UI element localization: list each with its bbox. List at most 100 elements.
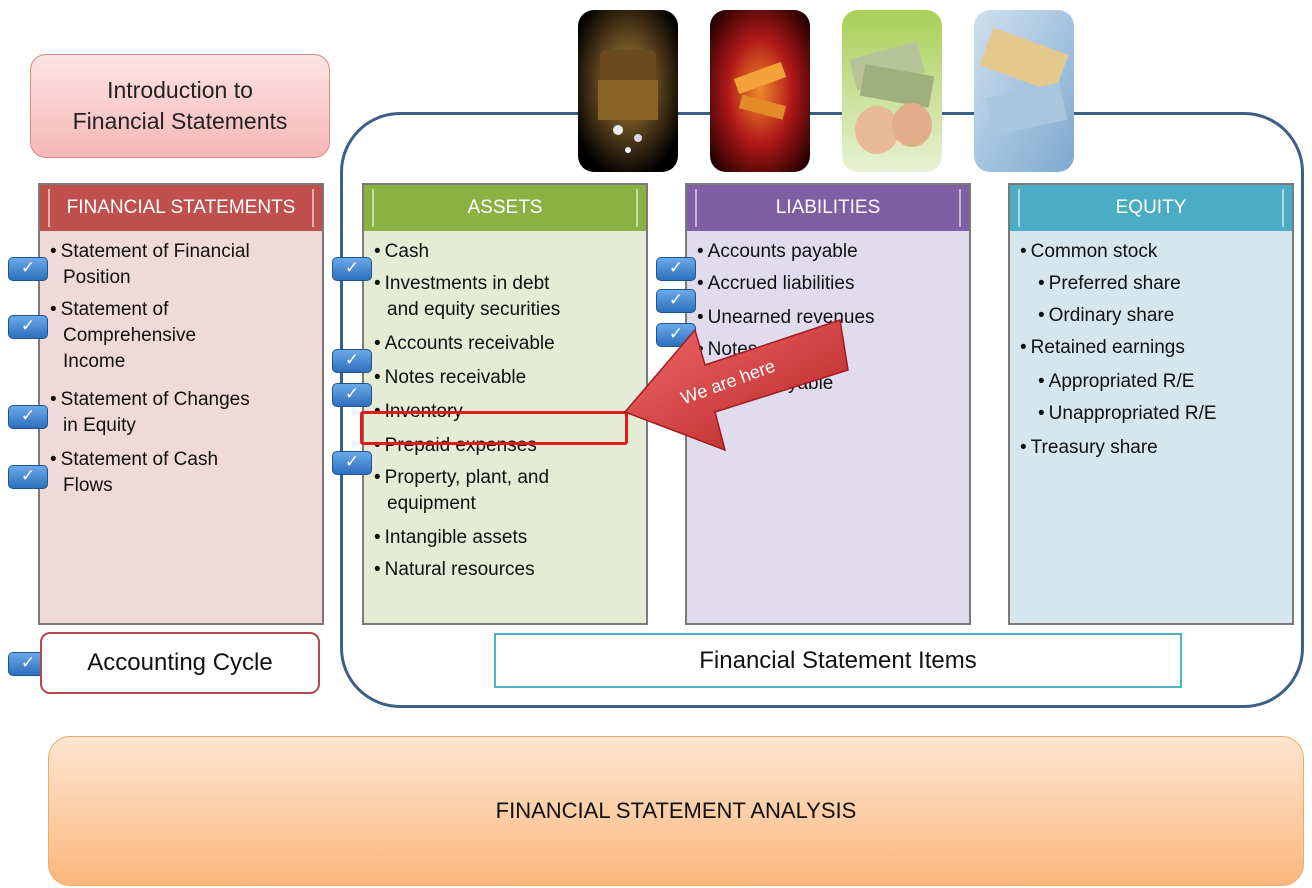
equity-header[interactable]: EQUITY: [1010, 185, 1292, 232]
item-line: Accounts receivable: [384, 333, 555, 354]
item-line: Investments in debt: [384, 273, 550, 294]
item-line: Accrued liabilities: [707, 273, 855, 294]
item-line: Flows: [63, 475, 113, 496]
check-icon: ✓: [8, 257, 48, 281]
bullet: [1038, 403, 1049, 424]
item-line: and equity securities: [387, 299, 561, 320]
bullet: [374, 273, 385, 294]
item-line: Natural resources: [384, 559, 535, 580]
gold-bars-photo: [710, 10, 810, 172]
list-item: Common stock: [1020, 239, 1157, 265]
bullet: [697, 307, 708, 328]
inventory-highlight: [360, 411, 628, 445]
financial-statements-column: FINANCIAL STATEMENTS Statement of Financ…: [38, 183, 324, 625]
item-line: Position: [63, 267, 131, 288]
list-item: Prepaid expenses: [374, 433, 537, 459]
bullet: [1020, 241, 1031, 262]
check-icon: ✓: [656, 257, 696, 281]
we-are-here-arrow: We are here: [623, 319, 849, 452]
bullet: [50, 389, 61, 410]
item-line: Statement of: [60, 299, 169, 320]
list-item: Natural resources: [374, 557, 535, 583]
item-line: Appropriated R/E: [1048, 371, 1195, 392]
assets-column: ASSETS Cash Investments in debt and equi…: [362, 183, 648, 625]
list-item: Accrued liabilities: [697, 271, 854, 297]
bullet: [1020, 437, 1031, 458]
financial-statements-header[interactable]: FINANCIAL STATEMENTS: [40, 185, 322, 232]
bullet: [374, 241, 385, 262]
bullet: [374, 367, 385, 388]
equity-column: EQUITY Common stock Preferred share Ordi…: [1008, 183, 1294, 625]
financial-statement-items-label[interactable]: Financial Statement Items: [494, 633, 1182, 688]
check-icon: ✓: [656, 289, 696, 313]
check-icon: ✓: [332, 349, 372, 373]
cash-in-hands-photo: [842, 10, 942, 172]
list-item: Intangible assets: [374, 525, 527, 551]
liabilities-header[interactable]: LIABILITIES: [687, 185, 969, 232]
check-icon: ✓: [8, 405, 48, 429]
item-line: Prepaid expenses: [384, 435, 537, 456]
equity-body: Common stock Preferred share Ordinary sh…: [1010, 231, 1292, 623]
list-item: Cash: [374, 239, 429, 265]
bullet: [1038, 371, 1049, 392]
bullet: [697, 241, 708, 262]
bullet: [697, 339, 708, 360]
bullet: [1038, 305, 1049, 326]
intro-box[interactable]: Introduction to Financial Statements: [30, 54, 330, 158]
check-icon: ✓: [332, 383, 372, 407]
assets-header[interactable]: ASSETS: [364, 185, 646, 232]
item-line: Cash: [384, 241, 430, 262]
accounting-cycle-box[interactable]: Accounting Cycle: [40, 632, 320, 694]
bullet: [50, 241, 61, 262]
list-item: Retained earnings: [1020, 335, 1185, 361]
bullet: [374, 467, 385, 488]
item-line: Treasury share: [1030, 437, 1158, 458]
item-line: Accounts payable: [707, 241, 858, 262]
bullet: [374, 527, 385, 548]
item-line: Retained earnings: [1030, 337, 1185, 358]
item-line: equipment: [387, 493, 476, 514]
list-item: Unappropriated R/E: [1038, 401, 1217, 427]
financial-statement-items-frame: [340, 112, 1304, 708]
assets-body: Cash Investments in debt and equity secu…: [364, 231, 646, 623]
bullet: [374, 435, 385, 456]
item-line: Income: [63, 351, 126, 372]
item-line: Ordinary share: [1048, 305, 1175, 326]
financial-statement-analysis-box[interactable]: FINANCIAL STATEMENT ANALYSIS: [48, 736, 1304, 886]
currency-notes-photo: [974, 10, 1074, 172]
item-line: Intangible assets: [384, 527, 528, 548]
list-item: Accounts receivable: [374, 331, 555, 357]
list-item: Statement of Changes in Equity: [50, 387, 250, 439]
list-item: Statement of Comprehensive Income: [50, 297, 196, 375]
item-line: Statement of Changes: [60, 389, 250, 410]
item-line: Unappropriated R/E: [1048, 403, 1217, 424]
intro-line-1: Introduction to: [107, 77, 253, 103]
list-item: Ordinary share: [1038, 303, 1174, 329]
check-icon: ✓: [656, 323, 696, 347]
bullet: [1020, 337, 1031, 358]
list-item: Preferred share: [1038, 271, 1181, 297]
list-item: Investments in debt and equity securitie…: [374, 271, 560, 323]
item-line: Preferred share: [1048, 273, 1181, 294]
check-icon: ✓: [332, 451, 372, 475]
list-item: Appropriated R/E: [1038, 369, 1194, 395]
check-icon: ✓: [8, 315, 48, 339]
list-item: Statement of Financial Position: [50, 239, 250, 291]
item-line: Comprehensive: [63, 325, 197, 346]
bullet: [697, 273, 708, 294]
list-item: Accounts payable: [697, 239, 858, 265]
list-item: Treasury share: [1020, 435, 1158, 461]
list-item: Notes receivable: [374, 365, 526, 391]
item-line: in Equity: [63, 415, 136, 436]
item-line: Notes receivable: [384, 367, 527, 388]
bullet: [50, 449, 61, 470]
bullet: [374, 559, 385, 580]
list-item: Property, plant, and equipment: [374, 465, 549, 517]
check-icon: ✓: [332, 257, 372, 281]
bullet: [1038, 273, 1049, 294]
treasure-chest-photo: [578, 10, 678, 172]
financial-statements-body: Statement of Financial Position Statemen…: [40, 231, 322, 623]
item-line: Statement of Financial: [60, 241, 250, 262]
list-item: Statement of Cash Flows: [50, 447, 218, 499]
bullet: [50, 299, 61, 320]
